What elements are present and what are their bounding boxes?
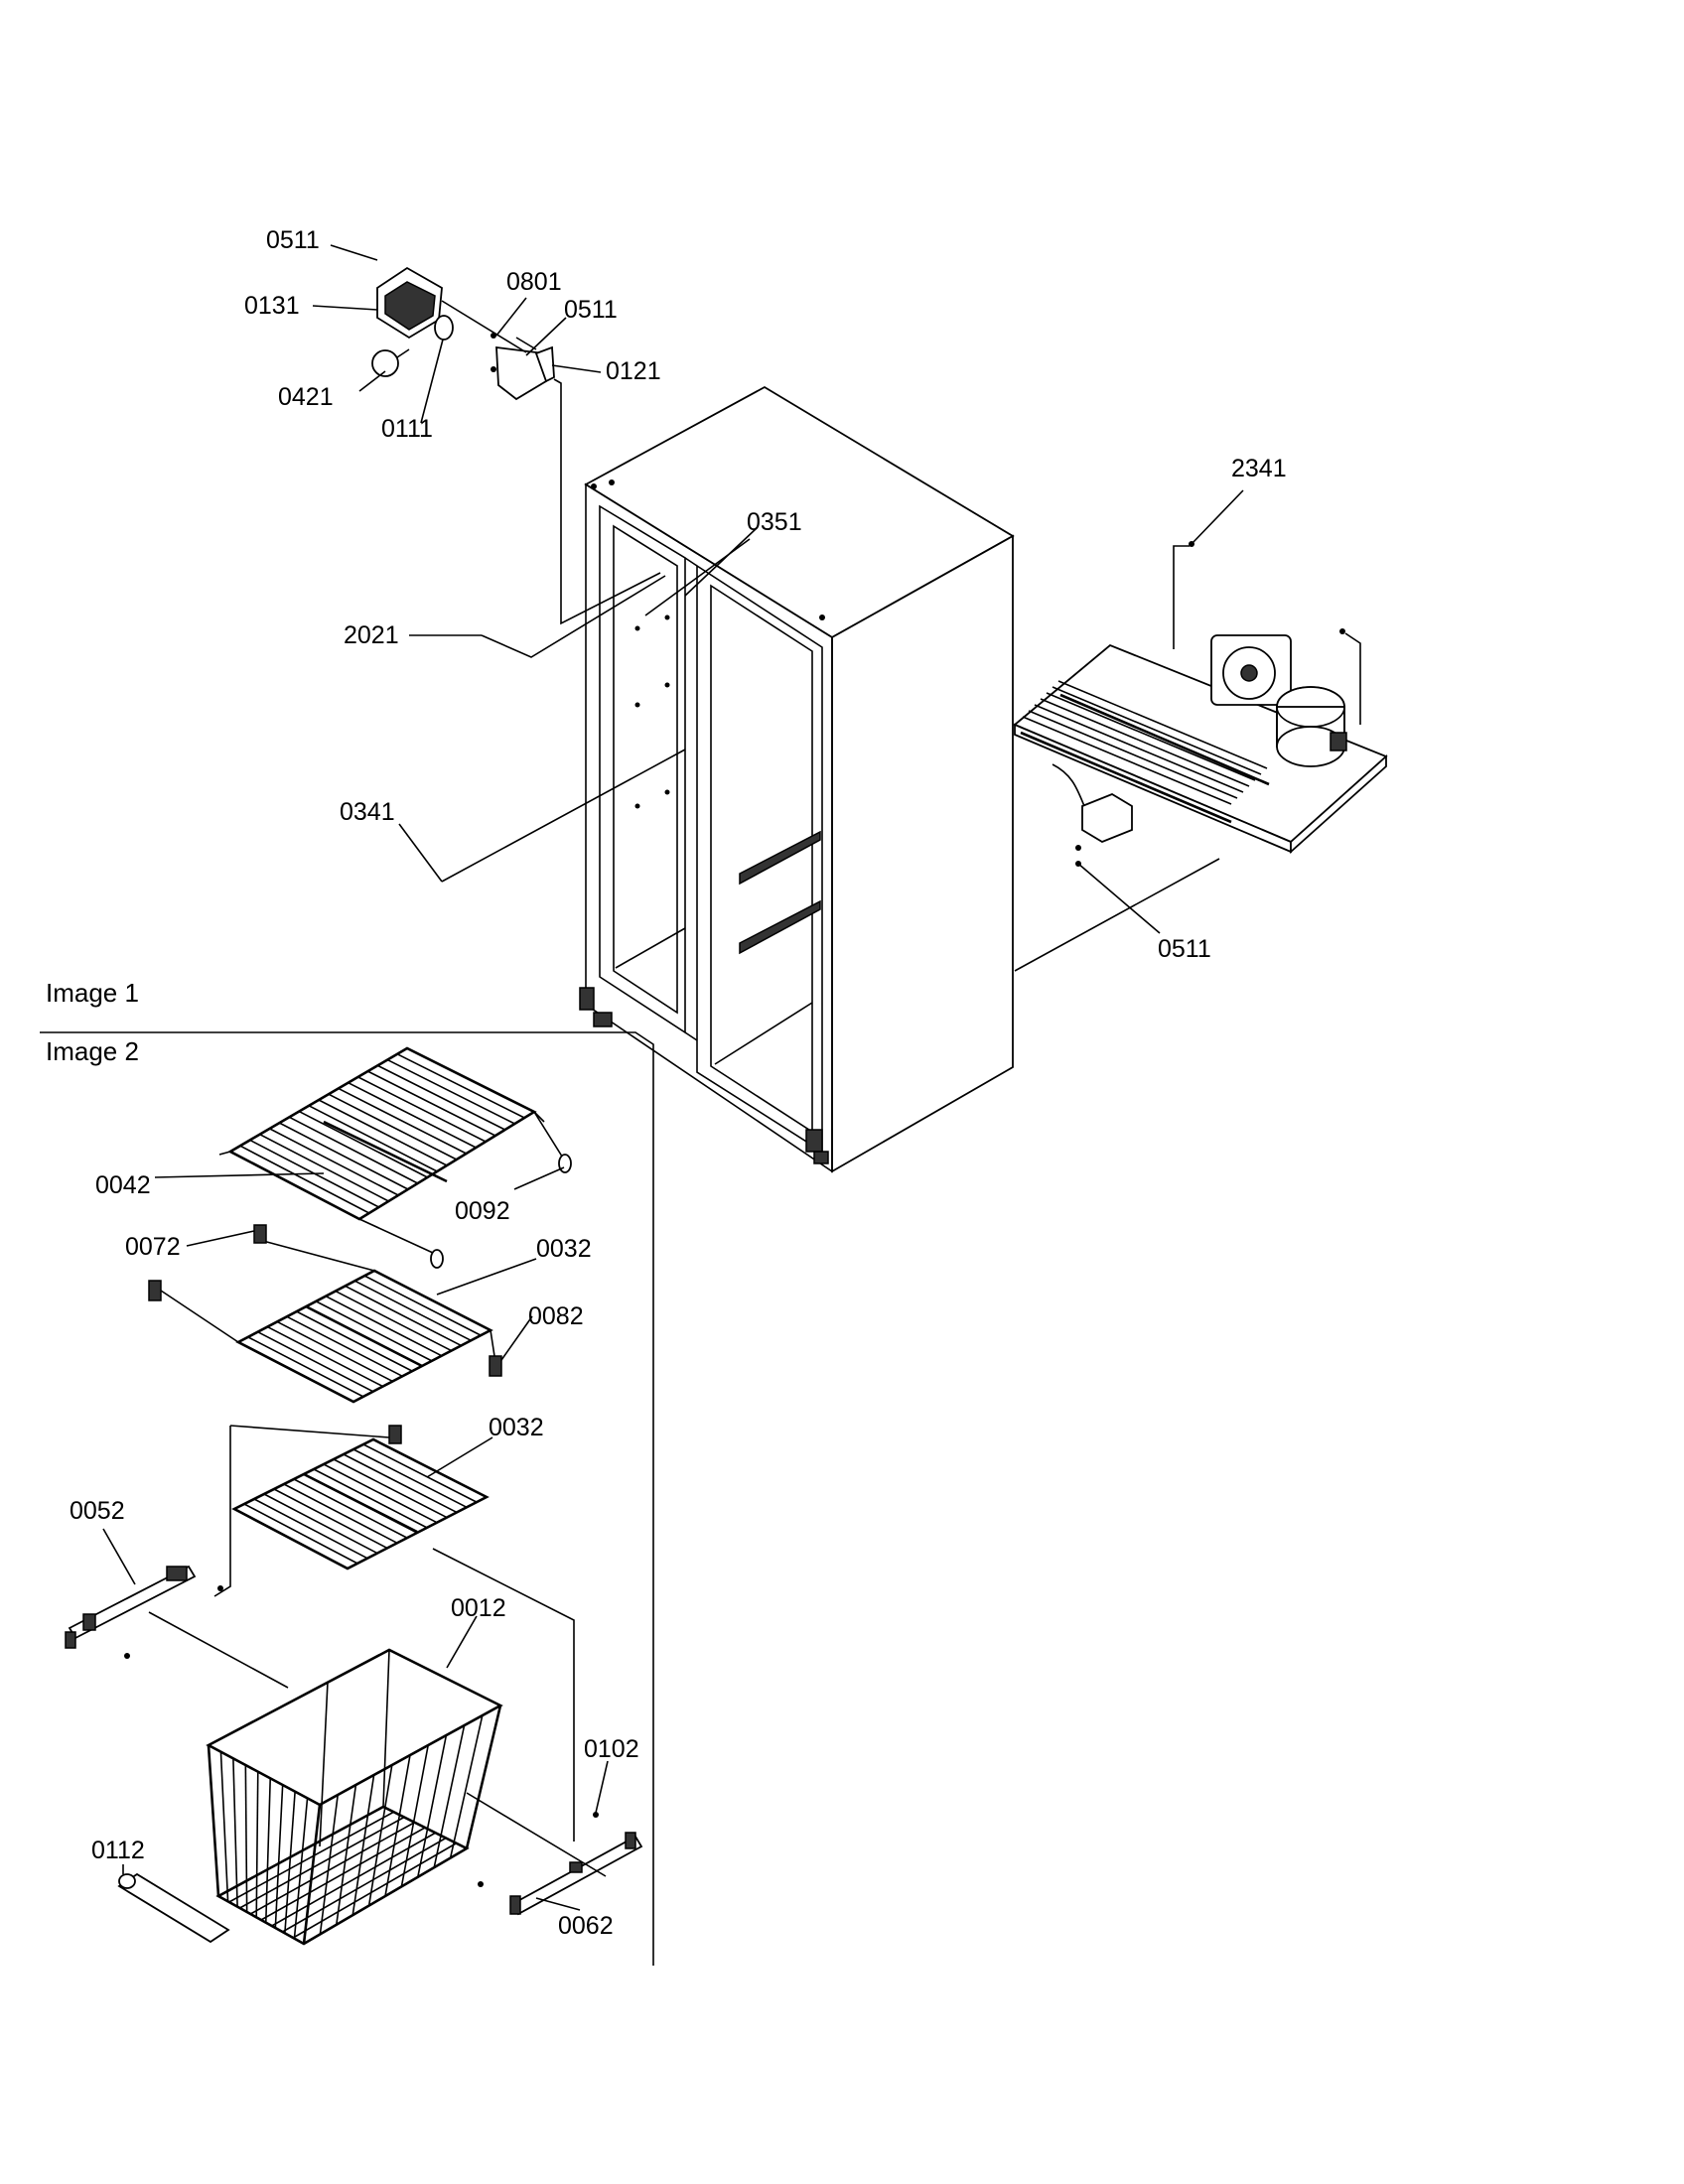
label-0121: 0121 bbox=[606, 357, 661, 385]
label-0052: 0052 bbox=[70, 1497, 125, 1525]
label-0042: 0042 bbox=[95, 1171, 151, 1199]
light-assembly bbox=[371, 266, 555, 401]
wire-basket-0012 bbox=[206, 1648, 503, 1946]
basket-handle-0112 bbox=[117, 1872, 230, 1944]
label-0062: 0062 bbox=[558, 1912, 614, 1940]
label-0092: 0092 bbox=[455, 1197, 510, 1225]
refrigerator-cabinet bbox=[579, 385, 1015, 1173]
label-0112: 0112 bbox=[91, 1837, 145, 1864]
label-0012: 0012 bbox=[451, 1594, 506, 1622]
leader-0341 bbox=[441, 749, 686, 883]
image2-heading: Image 2 bbox=[46, 1036, 139, 1066]
slide-rail-0062 bbox=[466, 1792, 643, 1916]
bracket-2021-line bbox=[481, 575, 666, 658]
slide-rail-0052 bbox=[65, 1565, 289, 1689]
label-0072: 0072 bbox=[125, 1233, 181, 1261]
label-0032-lower: 0032 bbox=[489, 1414, 544, 1441]
label-0341: 0341 bbox=[340, 798, 395, 826]
label-0082: 0082 bbox=[528, 1302, 584, 1330]
part-labels: 0511 0131 0801 0511 0121 0421 0111 0351 … bbox=[70, 226, 1287, 1940]
label-0131: 0131 bbox=[244, 292, 300, 320]
label-0111: 0111 bbox=[381, 415, 433, 443]
image1-heading: Image 1 bbox=[46, 978, 139, 1008]
light-wire bbox=[553, 378, 661, 625]
leader-lines bbox=[102, 244, 1244, 1911]
machine-to-cabinet-line bbox=[1014, 858, 1220, 972]
label-0421: 0421 bbox=[278, 383, 334, 411]
wire-shelf-0032-upper bbox=[148, 1224, 502, 1444]
machine-compartment-assembly bbox=[1013, 541, 1388, 867]
wire-shelf-0032-lower bbox=[213, 1425, 575, 1842]
label-0102: 0102 bbox=[584, 1735, 639, 1763]
label-2021: 2021 bbox=[344, 621, 399, 649]
label-0801: 0801 bbox=[506, 268, 562, 296]
wire-shelf-0042 bbox=[218, 1046, 572, 1269]
label-0032-upper: 0032 bbox=[536, 1235, 592, 1263]
label-0511-machine: 0511 bbox=[1158, 935, 1211, 963]
label-2341: 2341 bbox=[1231, 455, 1287, 482]
label-0511-top: 0511 bbox=[266, 226, 320, 254]
image2-frame bbox=[40, 1031, 654, 1966]
label-0511-light: 0511 bbox=[564, 296, 618, 324]
label-0351: 0351 bbox=[747, 508, 802, 536]
